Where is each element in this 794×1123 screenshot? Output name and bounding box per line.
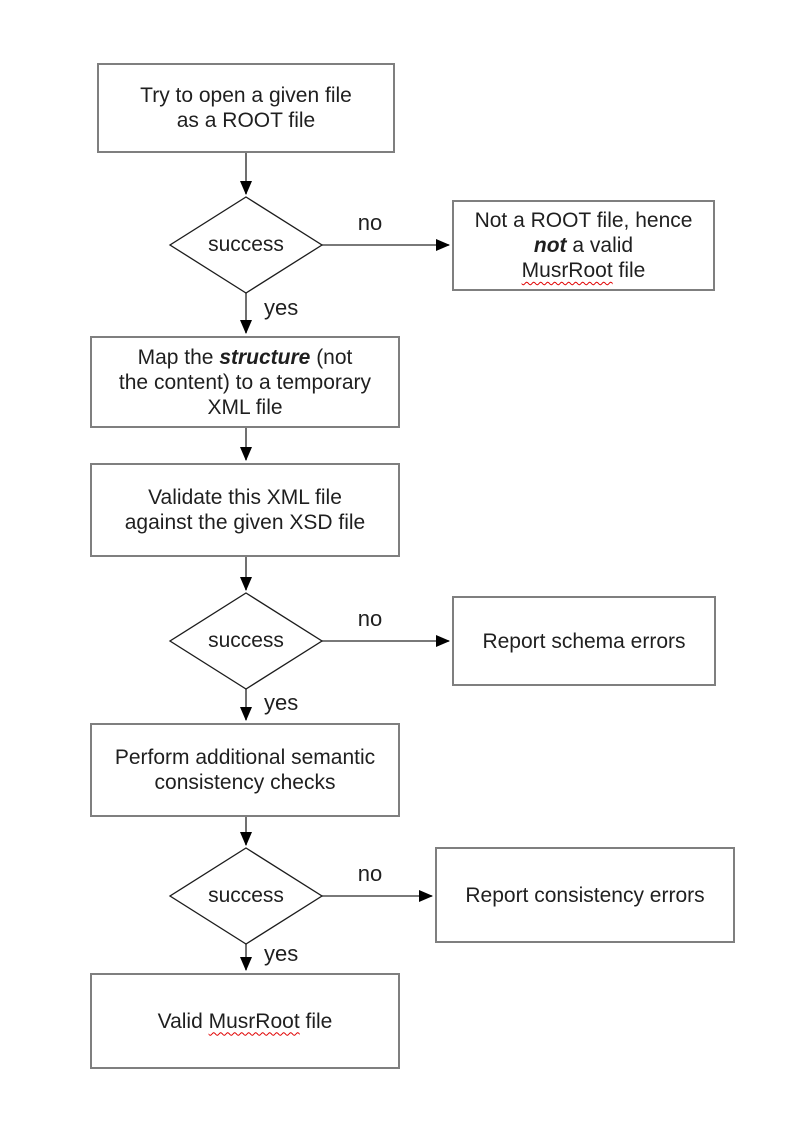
box-text-line: MusrRoot file [522, 258, 646, 283]
box-text-line: Report schema errors [482, 629, 686, 653]
result-box-valid-file: Valid MusrRoot file [90, 973, 400, 1069]
process-box-validate-xml: Validate this XML file against the given… [90, 463, 400, 557]
box-text-segment: Valid [157, 1009, 209, 1033]
box-text-segment: file [612, 259, 646, 282]
result-box-not-root-file: Not a ROOT file, hence not a valid MusrR… [452, 200, 715, 291]
decision2-diamond [168, 592, 324, 690]
box-text-line: Try to open a given file [140, 84, 352, 107]
edge-label-no-3: no [357, 861, 383, 886]
box-text-segment: (not [310, 345, 353, 369]
box-text-segment: file [299, 1009, 333, 1033]
box-text-line: Valid MusrRoot file [158, 1009, 333, 1034]
edge-label-no-2: no [357, 606, 383, 631]
process-box-open-file: Try to open a given file as a ROOT file [97, 63, 395, 153]
box-text-line: XML file [207, 395, 283, 419]
box-text-segment: Map the [137, 345, 220, 369]
result-box-consistency-errors: Report consistency errors [435, 847, 735, 943]
box-text-line: as a ROOT file [176, 109, 316, 132]
box-text-line: Validate this XML file [148, 486, 342, 509]
edge-label-yes-3: yes [264, 941, 299, 966]
edge-label-yes-2: yes [264, 690, 299, 715]
box-text-line: Report consistency errors [465, 883, 705, 907]
edge-label-no-1: no [357, 210, 383, 235]
decision3-diamond [168, 847, 324, 945]
box-text-line: Map the structure (not [138, 345, 353, 370]
box-text-line: the content) to a temporary [118, 370, 372, 394]
box-text-line: against the given XSD file [124, 511, 366, 534]
process-box-map-structure: Map the structure (not the content) to a… [90, 336, 400, 428]
emphasized-word: not [533, 234, 567, 257]
spellcheck-word: MusrRoot [208, 1009, 300, 1033]
spellcheck-word: MusrRoot [521, 259, 613, 282]
edge-label-yes-1: yes [264, 295, 299, 320]
box-text-segment: a valid [566, 234, 634, 257]
decision1-label: success [208, 233, 284, 256]
box-text-line: consistency checks [154, 771, 336, 794]
emphasized-word: structure [219, 345, 311, 369]
process-box-semantic-checks: Perform additional semantic consistency … [90, 723, 400, 817]
box-text-line: not a valid [534, 233, 633, 258]
decision3-label: success [208, 884, 284, 907]
box-text-line: Not a ROOT file, hence [474, 209, 693, 232]
decision1-diamond [168, 196, 324, 294]
box-text-line: Perform additional semantic [114, 746, 376, 769]
decision2-label: success [208, 629, 284, 652]
result-box-schema-errors: Report schema errors [452, 596, 716, 686]
